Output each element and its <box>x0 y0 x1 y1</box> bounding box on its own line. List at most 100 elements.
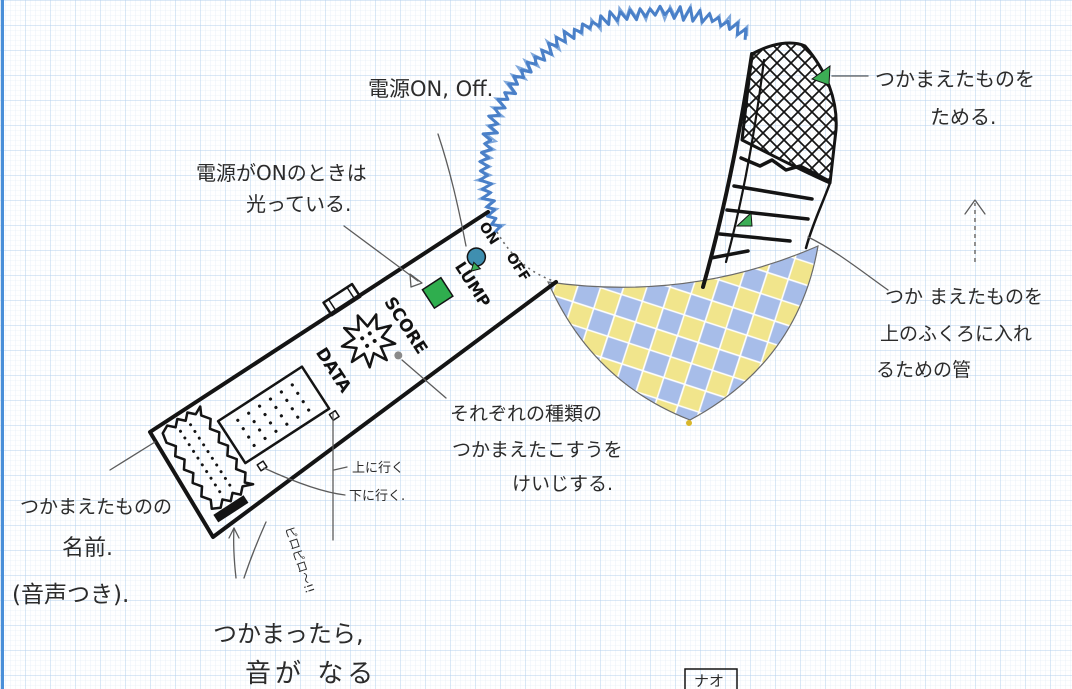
storage-note-line-1: つかまえたものを <box>875 67 1035 91</box>
scroll-up-button[interactable] <box>328 409 340 422</box>
score-note-line-3: けいじする. <box>512 473 613 495</box>
score-indicator-dot <box>394 351 403 360</box>
tube-band <box>709 249 750 260</box>
display-dot <box>205 470 209 474</box>
funnel-tip-dot <box>686 420 692 426</box>
display-dot <box>206 450 210 454</box>
display-dot <box>247 435 251 439</box>
display-dot <box>296 415 300 419</box>
tube-band <box>725 208 810 221</box>
display-dot <box>241 427 245 431</box>
power-switch-knob[interactable] <box>464 245 489 270</box>
tube-right-wall <box>804 181 832 250</box>
display-dot <box>285 398 289 402</box>
display-dot <box>187 443 191 447</box>
score-face-dot <box>365 343 370 348</box>
tube-band <box>739 156 831 183</box>
display-dot <box>219 470 223 474</box>
tube-band <box>732 184 814 201</box>
lamp-leader <box>343 225 419 282</box>
signature-text: ナオ <box>694 672 724 689</box>
display-dot <box>285 422 289 426</box>
display-dot <box>215 463 219 467</box>
display-dot <box>268 397 273 401</box>
tube-note-line-2: 上のふくろに入れ <box>880 323 1032 345</box>
lamp-note-line-2: 光っている. <box>246 192 351 216</box>
data-display-dots <box>236 383 311 448</box>
display-dot <box>223 476 227 480</box>
name-display-note-line-1: つかまえたものの <box>20 496 172 518</box>
tube-note-line-3: るための管 <box>876 359 971 381</box>
display-dot <box>209 476 213 480</box>
score-burst-icon <box>340 313 397 369</box>
score-face-dot <box>367 331 372 336</box>
display-dot <box>200 463 204 467</box>
display-dot <box>307 408 311 412</box>
power-switch-leader <box>437 133 467 247</box>
display-dot <box>193 429 197 433</box>
display-dot <box>213 483 217 487</box>
tube-band <box>718 232 792 243</box>
belt-clip <box>322 282 362 317</box>
power-switch-note: 電源ON, Off. <box>368 77 493 101</box>
display-dot <box>218 490 222 494</box>
display-dot <box>252 443 256 448</box>
score-face-dot <box>372 338 377 343</box>
tube-note-line-1: つか まえたものを <box>885 286 1043 308</box>
bag-marker-icon <box>810 64 831 86</box>
display-dot <box>179 429 183 433</box>
display-dot <box>257 404 262 408</box>
display-dot <box>197 436 201 440</box>
display-dot <box>274 405 278 410</box>
display-dot <box>268 421 273 425</box>
funnel-cone <box>547 245 819 421</box>
scroll-down-note: 下に行く. <box>349 489 405 504</box>
sound-leader <box>232 527 237 579</box>
scroll-up-note: 上に行く <box>352 461 404 476</box>
tube-leader <box>807 236 889 291</box>
score-note-line-1: それぞれの種類の <box>450 403 602 425</box>
sound-note-line-2: 音が なる <box>245 659 377 689</box>
display-dot <box>263 412 267 417</box>
up-arrow-head-icon <box>964 199 986 215</box>
display-dot <box>290 383 294 387</box>
display-dot <box>236 418 240 422</box>
display-dot <box>228 483 232 487</box>
display-dot <box>192 449 196 453</box>
display-dot <box>279 390 284 394</box>
display-dot <box>257 428 262 432</box>
scroll-up-leader-tick <box>333 466 348 471</box>
display-dot <box>263 436 267 440</box>
display-dot <box>196 456 200 460</box>
display-dot <box>274 429 278 433</box>
scroll-down-leader <box>263 467 346 496</box>
switch-pointer-icon <box>470 261 482 272</box>
lamp-note-line-1: 電源がONのときは <box>196 161 367 185</box>
score-note-line-2: つかまえたこすうを <box>452 439 623 461</box>
sound-leader-arrow-icon <box>228 527 240 539</box>
display-dot <box>290 407 294 411</box>
speaker-grille <box>213 495 249 523</box>
score-face-dot <box>360 336 365 341</box>
display-dot <box>183 436 187 440</box>
handle-body-outline <box>148 210 558 539</box>
tube-marker-icon <box>735 211 753 227</box>
signature-box <box>684 668 738 689</box>
display-dot <box>210 456 214 460</box>
score-leader <box>401 359 447 399</box>
name-display-screen <box>161 405 255 510</box>
display-dot <box>301 400 305 404</box>
data-display-screen <box>216 365 331 465</box>
display-dot <box>202 443 206 447</box>
sound-leader <box>243 521 267 579</box>
power-lamp <box>421 276 454 310</box>
display-dot <box>279 414 283 418</box>
lamp-leader-arrow-icon <box>409 273 423 288</box>
name-display-dots <box>179 423 232 494</box>
display-dot <box>296 391 300 395</box>
name-display-note-line-3: (音声つき). <box>12 582 129 608</box>
net-rim <box>478 4 748 235</box>
sound-note-line-1: つかまったら, <box>213 620 364 648</box>
